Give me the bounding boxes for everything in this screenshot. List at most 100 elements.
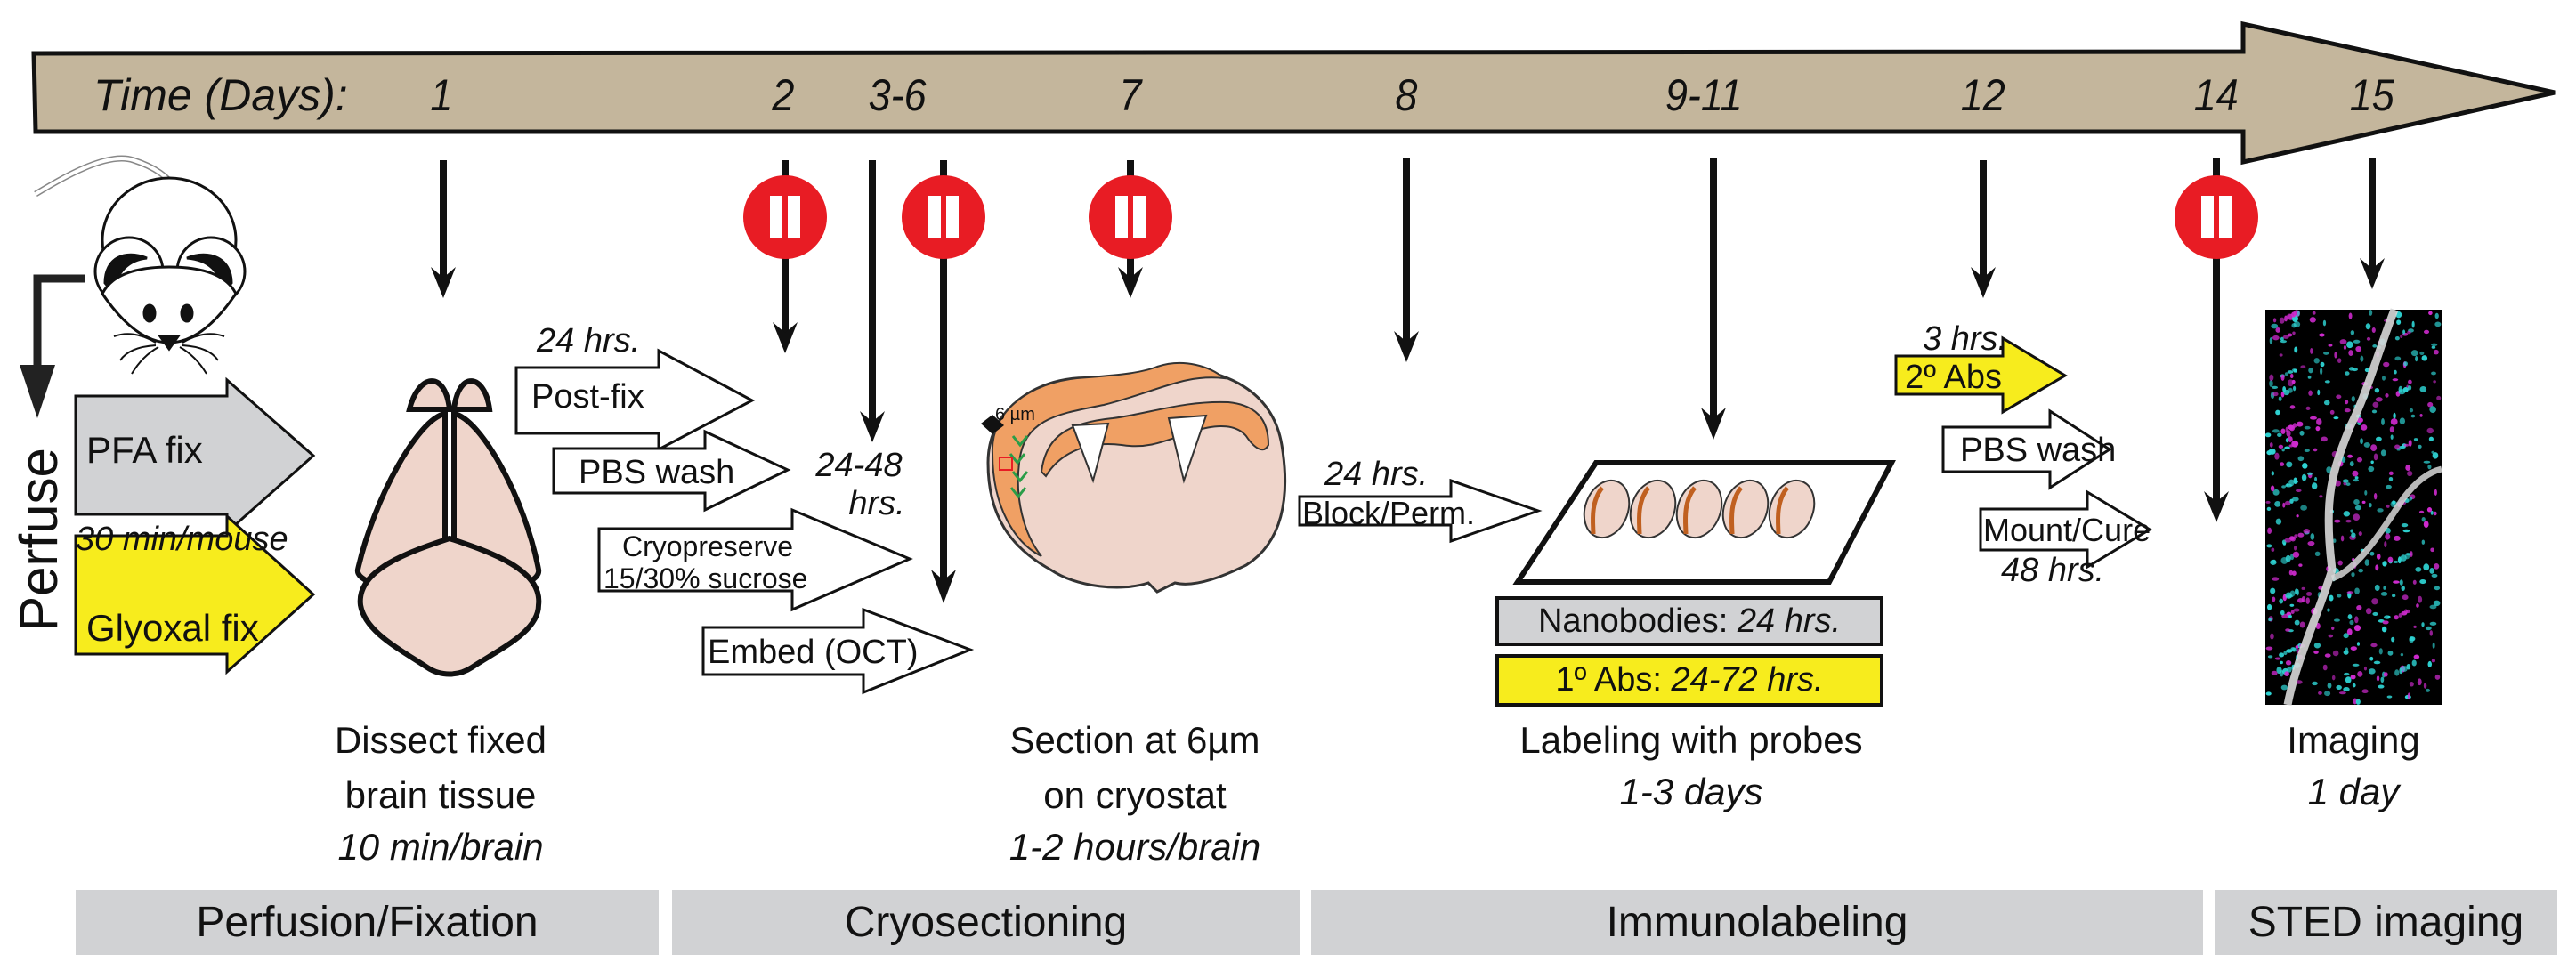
sted-speckle xyxy=(2306,591,2313,596)
sted-speckle xyxy=(2266,603,2272,610)
sted-speckle xyxy=(2288,424,2294,431)
sted-speckle xyxy=(2421,622,2425,627)
sted-speckle xyxy=(2316,418,2322,425)
sted-speckle xyxy=(2370,444,2378,452)
section-line-1: Section at 6µm xyxy=(1009,719,1260,761)
sted-speckle xyxy=(2323,351,2329,355)
sted-speckle xyxy=(2351,571,2355,578)
day-label-2: 2 xyxy=(772,70,795,120)
sted-speckle xyxy=(2365,323,2371,330)
sted-speckle xyxy=(2378,684,2385,689)
secondary-abs-label: 2º Abs xyxy=(1905,359,2002,396)
sted-speckle xyxy=(2284,446,2290,449)
sted-speckle xyxy=(2431,343,2438,347)
sted-speckle xyxy=(2269,337,2273,344)
sted-speckle xyxy=(2305,597,2310,604)
sted-speckle xyxy=(2320,368,2323,376)
mouse-icon xyxy=(34,155,247,375)
sted-speckle xyxy=(2266,506,2272,512)
sted-speckle xyxy=(2284,372,2288,376)
sted-speckle xyxy=(2432,642,2435,649)
sted-speckle xyxy=(2271,471,2274,476)
sted-speckle xyxy=(2291,311,2297,318)
sted-speckle xyxy=(2349,461,2354,467)
pause-icon-day-2 xyxy=(743,175,827,259)
sted-speckle xyxy=(2430,547,2434,553)
sted-speckle xyxy=(2381,418,2385,425)
sted-speckle xyxy=(2371,327,2376,333)
sted-speckle xyxy=(2413,438,2418,441)
sted-speckle xyxy=(2369,503,2372,508)
sted-speckle xyxy=(2338,691,2346,695)
sted-speckle xyxy=(2313,448,2318,452)
sted-speckle xyxy=(2344,408,2351,413)
sted-speckle xyxy=(2409,636,2416,642)
sted-speckle xyxy=(2310,533,2315,540)
sted-speckle xyxy=(2415,355,2418,362)
sted-speckle xyxy=(2413,625,2417,628)
sted-speckle xyxy=(2358,568,2364,573)
sted-speckle xyxy=(2294,534,2298,538)
sted-speckle xyxy=(2363,442,2370,448)
sted-speckle xyxy=(2436,395,2442,400)
sted-speckle xyxy=(2288,615,2292,618)
phase-sted-imaging: STED imaging xyxy=(2215,890,2557,955)
sted-speckle xyxy=(2431,573,2438,578)
sted-speckle xyxy=(2343,687,2350,692)
sted-speckle xyxy=(2380,676,2385,683)
sted-speckle xyxy=(2386,695,2393,699)
sted-speckle xyxy=(2386,484,2392,489)
sted-speckle xyxy=(2313,642,2321,649)
sted-speckle xyxy=(2311,482,2318,489)
sted-speckle xyxy=(2390,434,2394,440)
sted-speckle xyxy=(2423,329,2430,335)
sted-speckle xyxy=(2322,664,2328,671)
sted-speckle xyxy=(2287,333,2293,337)
sted-speckle xyxy=(2296,421,2304,427)
sted-speckle xyxy=(2375,397,2383,402)
sted-speckle xyxy=(2433,349,2439,355)
sted-speckle xyxy=(2300,365,2306,368)
sted-speckle xyxy=(2429,406,2436,414)
sted-speckle xyxy=(2404,553,2410,560)
sted-speckle xyxy=(2427,464,2432,470)
perfuse-label: Perfuse xyxy=(8,448,69,632)
sted-speckle xyxy=(2278,396,2282,401)
sted-speckle xyxy=(2270,559,2277,565)
sted-speckle xyxy=(2344,672,2350,676)
sted-speckle xyxy=(2383,586,2386,590)
pbs-wash-label-1: PBS wash xyxy=(579,454,735,491)
sted-speckle xyxy=(2419,579,2426,585)
arrow-day-1 xyxy=(431,160,456,298)
sted-speckle xyxy=(2403,443,2410,447)
sted-speckle xyxy=(2407,384,2412,391)
sted-speckle xyxy=(2364,559,2369,566)
phase-immunolabeling: Immunolabeling xyxy=(1311,890,2203,955)
day-label-1: 1 xyxy=(430,70,453,120)
sted-speckle xyxy=(2410,414,2416,418)
sted-speckle xyxy=(2312,311,2316,315)
sted-speckle xyxy=(2308,390,2313,396)
sted-speckle xyxy=(2370,460,2374,465)
sted-speckle xyxy=(2346,628,2353,635)
sted-speckle xyxy=(2373,660,2381,665)
sted-speckle xyxy=(2394,369,2397,375)
sted-speckle xyxy=(2356,605,2362,610)
sted-speckle xyxy=(2361,689,2369,693)
sted-speckle xyxy=(2407,330,2411,335)
sted-speckle xyxy=(2265,691,2272,696)
sted-speckle xyxy=(2313,358,2320,364)
sted-speckle xyxy=(2274,452,2280,460)
sted-speckle xyxy=(2339,339,2347,344)
phase-cryosectioning: Cryosectioning xyxy=(672,890,1300,955)
sted-speckle xyxy=(2293,385,2297,392)
mount-cure-time: 48 hrs. xyxy=(2001,552,2105,589)
sted-speckle xyxy=(2401,522,2409,528)
sted-speckle xyxy=(2345,371,2350,376)
sted-speckle xyxy=(2272,596,2276,602)
sted-speckle xyxy=(2285,426,2288,432)
sted-speckle xyxy=(2373,453,2378,461)
embed-arrow xyxy=(701,607,975,695)
nanobodies-box xyxy=(1495,596,1883,646)
